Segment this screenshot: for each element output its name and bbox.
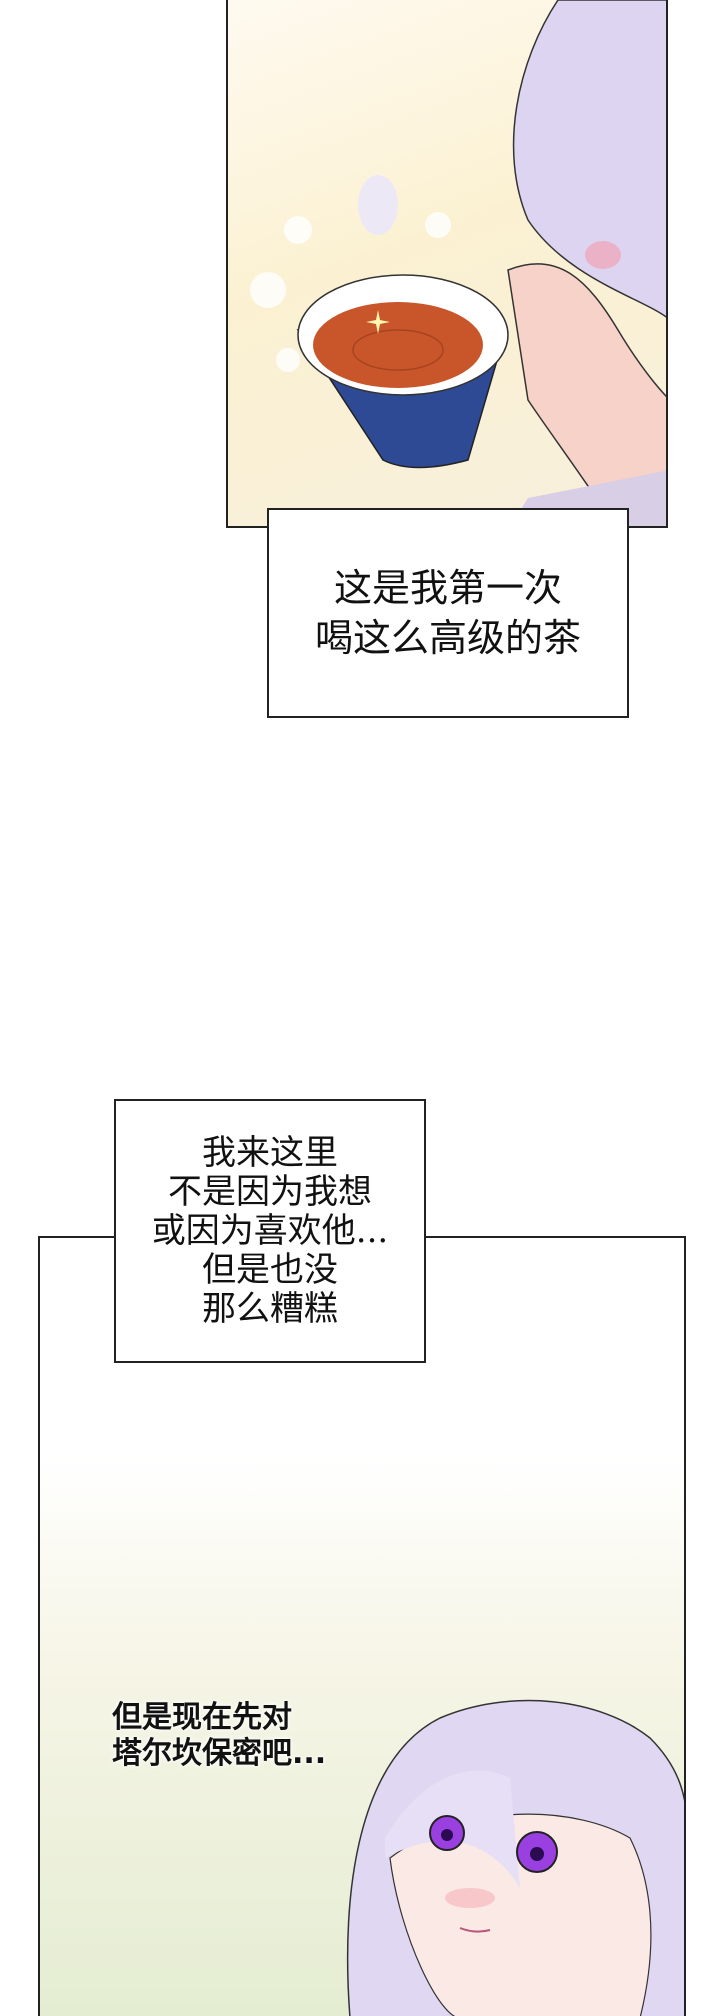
caption-line: 我来这里: [202, 1132, 338, 1173]
comic-panel-tea: [226, 0, 668, 528]
sparkle-icon: [366, 310, 390, 334]
narration-box-1: 这是我第一次 喝这么高级的茶: [267, 508, 629, 718]
caption-line: 但是也没: [202, 1249, 338, 1290]
tea: [313, 302, 483, 388]
caption-line: 喝这么高级的茶: [314, 616, 581, 660]
girl-illustration: [346, 1699, 684, 2016]
blush: [585, 241, 621, 269]
caption-line: 那么糟糕: [202, 1288, 338, 1329]
caption-line: 这是我第一次: [333, 566, 562, 610]
flower-bokeh: [250, 212, 451, 372]
dialogue-line: 但是现在先对: [112, 1700, 292, 1735]
caption-line: 或因为喜欢他...: [151, 1210, 389, 1251]
thought-text: 但是现在先对 塔尔坎保密吧...: [112, 1700, 326, 1772]
narration-box-2: 我来这里 不是因为我想 或因为喜欢他... 但是也没 那么糟糕: [114, 1099, 426, 1363]
hand: [507, 263, 666, 526]
blush: [445, 1888, 495, 1908]
mouth: [459, 1927, 491, 1933]
hair: [512, 0, 666, 318]
steam-icon: [358, 175, 398, 235]
dialogue-line: 塔尔坎保密吧...: [112, 1736, 327, 1771]
tea-cup-illustration: [250, 0, 666, 526]
caption-line: 不是因为我想: [168, 1171, 372, 1212]
